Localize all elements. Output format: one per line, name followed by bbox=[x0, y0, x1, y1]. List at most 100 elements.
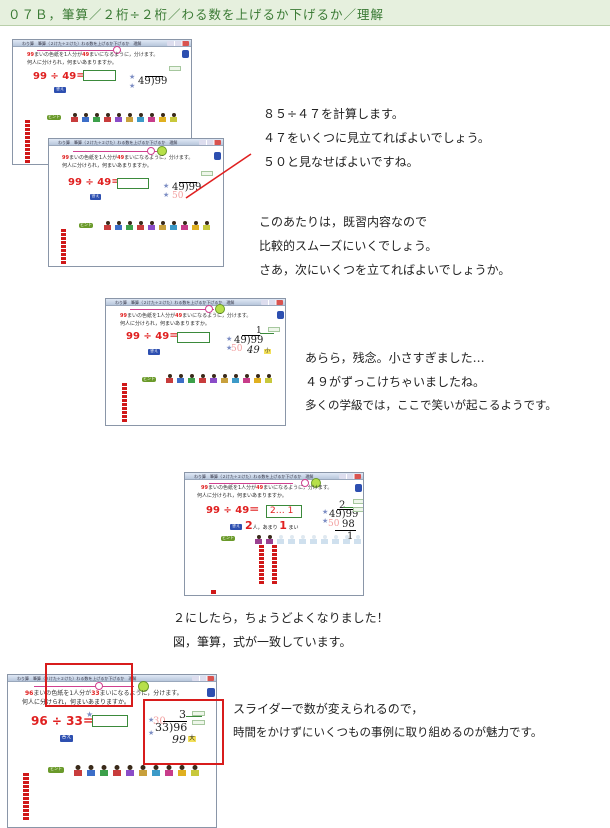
paper-sheet bbox=[122, 395, 127, 399]
star-icon[interactable]: ★ bbox=[86, 710, 94, 719]
paper-sheet bbox=[272, 561, 277, 565]
person-figure bbox=[354, 535, 361, 544]
person-figure bbox=[266, 535, 273, 544]
paper-sheet bbox=[272, 573, 277, 577]
paper-sheet bbox=[23, 793, 29, 797]
remainder-value: 1 bbox=[347, 531, 354, 542]
problem-slider-track[interactable] bbox=[73, 151, 157, 152]
problem-slider-track[interactable] bbox=[130, 309, 214, 310]
person-figure bbox=[265, 374, 272, 383]
flower-icon[interactable] bbox=[157, 146, 167, 156]
star-icon[interactable]: ★ bbox=[322, 517, 329, 525]
paper-sheet bbox=[61, 249, 66, 253]
small-control[interactable] bbox=[169, 66, 181, 71]
paper-sheet bbox=[23, 805, 29, 809]
pencil-icon[interactable] bbox=[207, 688, 215, 697]
window-controls-icon[interactable] bbox=[339, 474, 361, 479]
paper-stack bbox=[122, 383, 127, 423]
window-controls-icon[interactable] bbox=[192, 676, 214, 681]
answer-button[interactable]: 答え bbox=[60, 734, 73, 742]
star-icon[interactable]: ★ bbox=[226, 335, 233, 343]
person-figure bbox=[159, 221, 166, 230]
answer-box[interactable] bbox=[117, 178, 149, 189]
app-window-1: わり算 筆算（２けた÷２けた）わる数を上げるか下げるか 理解 99まいの色紙を1… bbox=[12, 39, 192, 165]
long-division: 33)96 bbox=[155, 721, 188, 734]
window-controls-icon[interactable] bbox=[167, 41, 189, 46]
small-control[interactable] bbox=[192, 720, 205, 725]
small-control[interactable] bbox=[268, 327, 280, 332]
problem-line-2: 何人に分けられ，何まいあまりますか。 bbox=[27, 60, 117, 66]
person-figure bbox=[104, 221, 111, 230]
pencil-icon[interactable] bbox=[277, 311, 284, 319]
flower-icon[interactable] bbox=[138, 681, 149, 692]
paper-sheet bbox=[272, 577, 277, 581]
slider-highlight-frame bbox=[45, 663, 133, 707]
slider-knob[interactable] bbox=[113, 46, 121, 54]
quotient-slider[interactable] bbox=[186, 716, 202, 717]
quotient-digit: 2 bbox=[339, 500, 346, 511]
quotient-digit: 1 bbox=[256, 326, 262, 336]
long-division: 49)99 bbox=[329, 509, 359, 520]
quotient-slider[interactable] bbox=[260, 333, 274, 334]
small-control[interactable] bbox=[353, 507, 363, 512]
person-figure bbox=[321, 535, 328, 544]
problem-slider-track[interactable] bbox=[34, 686, 134, 687]
hint-button[interactable]: ヒント bbox=[221, 535, 235, 541]
star-icon[interactable]: ★ bbox=[148, 716, 155, 724]
paper-sheet bbox=[23, 797, 29, 801]
star-icon[interactable]: ★ bbox=[129, 73, 136, 81]
problem-line-1: 99まいの色紙を1人分が49まいになるように，分けます。 bbox=[120, 313, 252, 319]
quotient-digit: 3 bbox=[179, 708, 186, 721]
window-title-bar: わり算 筆算（２けた÷２けた）わる数を上げるか下げるか 理解 bbox=[185, 473, 363, 480]
hint-button[interactable]: ヒント bbox=[47, 114, 61, 120]
star-icon[interactable]: ★ bbox=[148, 729, 155, 737]
answer-box[interactable] bbox=[177, 332, 210, 343]
problem-slider-track[interactable] bbox=[209, 483, 293, 484]
star-icon[interactable]: ★ bbox=[226, 344, 233, 352]
window-controls-icon[interactable] bbox=[261, 300, 283, 305]
pencil-icon[interactable] bbox=[214, 152, 221, 160]
pencil-icon[interactable] bbox=[182, 50, 189, 58]
slider-knob[interactable] bbox=[301, 479, 309, 487]
hint-button[interactable]: ヒント bbox=[79, 222, 93, 228]
paper-sheet bbox=[25, 120, 30, 124]
person-figure bbox=[126, 113, 133, 122]
pencil-icon[interactable] bbox=[355, 484, 362, 492]
problem-slider-track[interactable] bbox=[37, 50, 121, 51]
slider-knob[interactable] bbox=[205, 305, 213, 313]
answer-box[interactable]: 2… 1 bbox=[266, 505, 302, 518]
product-value: 49 bbox=[247, 345, 260, 356]
paper-sheet bbox=[272, 581, 277, 585]
answer-button[interactable]: 答え bbox=[54, 86, 66, 93]
flower-icon[interactable] bbox=[215, 304, 225, 314]
paper-sheet bbox=[23, 789, 29, 793]
person-figure bbox=[152, 765, 160, 776]
small-control[interactable] bbox=[353, 499, 363, 504]
division-bar bbox=[163, 721, 187, 722]
quotient-slider[interactable] bbox=[343, 507, 357, 508]
person-figure bbox=[87, 765, 95, 776]
answer-button[interactable]: 答え bbox=[230, 523, 242, 530]
problem-line-1: 99まいの色紙を1人分が49まいになるように，分けます。 bbox=[201, 485, 333, 491]
star-icon[interactable]: ★ bbox=[163, 191, 170, 199]
people-row bbox=[166, 374, 276, 383]
slider-knob[interactable] bbox=[95, 682, 103, 690]
person-figure bbox=[93, 113, 100, 122]
problem-line-2: 何人に分けられ，何まいあまりますか。 bbox=[120, 321, 210, 327]
hint-button[interactable]: ヒント bbox=[48, 766, 64, 773]
star-icon[interactable]: ★ bbox=[322, 508, 329, 516]
answer-box[interactable] bbox=[92, 715, 128, 727]
small-control[interactable] bbox=[201, 171, 213, 176]
star-icon[interactable]: ★ bbox=[163, 182, 170, 190]
window-controls-icon[interactable] bbox=[199, 140, 221, 145]
small-control[interactable] bbox=[192, 711, 205, 716]
slider-knob[interactable] bbox=[147, 147, 155, 155]
hint-button[interactable]: ヒント bbox=[142, 376, 156, 382]
answer-button[interactable]: 答え bbox=[148, 348, 160, 355]
answer-box[interactable] bbox=[83, 70, 116, 81]
paper-sheet bbox=[61, 245, 66, 249]
star-icon[interactable]: ★ bbox=[129, 82, 136, 90]
answer-button[interactable]: 答え bbox=[90, 193, 101, 200]
flower-icon[interactable] bbox=[311, 478, 321, 488]
problem-line-1: 96まいの色紙を1人分が33まいになるように，分けます。 bbox=[25, 690, 183, 697]
